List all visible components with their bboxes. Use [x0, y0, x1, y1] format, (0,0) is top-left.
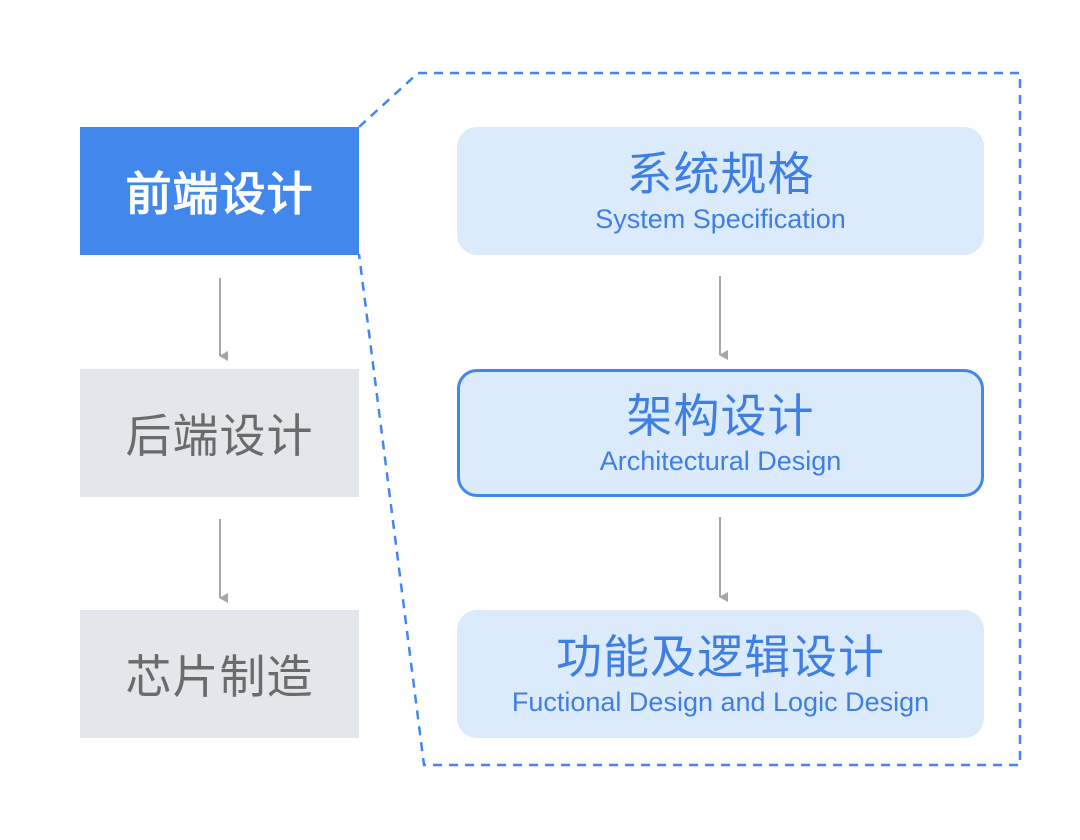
detail-system-specification: 系统规格 System Specification: [457, 127, 984, 255]
detail-title: 功能及逻辑设计: [556, 630, 885, 684]
detail-title: 架构设计: [626, 389, 815, 443]
detail-functional-logic-design: 功能及逻辑设计 Fuctional Design and Logic Desig…: [457, 610, 984, 738]
stage-chip-manufacturing: 芯片制造: [80, 610, 359, 738]
stage-frontend-design: 前端设计: [80, 127, 359, 255]
detail-architectural-design: 架构设计 Architectural Design: [457, 369, 984, 497]
detail-subtitle: Architectural Design: [599, 446, 842, 476]
detail-subtitle: System Specification: [595, 204, 846, 234]
detail-subtitle: Fuctional Design and Logic Design: [511, 687, 930, 717]
detail-title: 系统规格: [626, 147, 815, 201]
expansion-dashed-outline: [357, 71, 1022, 767]
stage-backend-design: 后端设计: [80, 369, 359, 497]
